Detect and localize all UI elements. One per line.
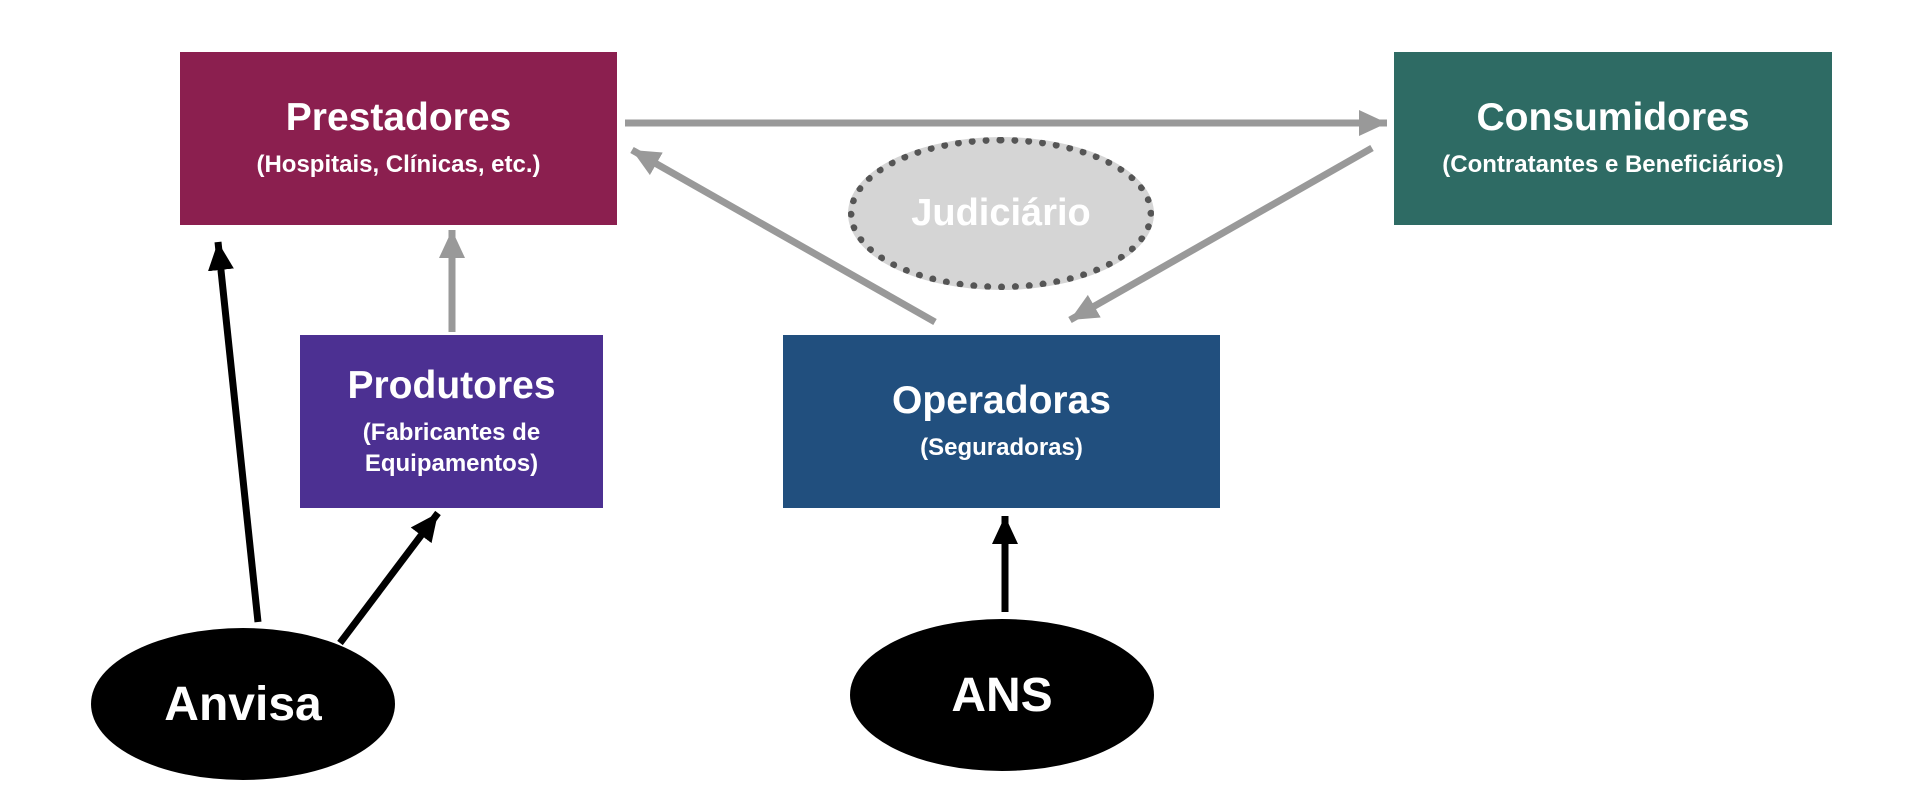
node-anvisa: Anvisa [91,628,395,780]
node-prestadores: Prestadores (Hospitais, Clínicas, etc.) [180,52,617,225]
arrow-anvisa-to-produtores [337,510,441,646]
node-produtores-subtitle: (Fabricantes de Equipamentos) [362,418,541,477]
node-operadoras-title: Operadoras [892,379,1111,423]
node-judiciario: Judiciário [848,137,1154,290]
node-consumidores-title: Consumidores [1476,96,1750,140]
node-operadoras-subtitle: (Seguradoras) [920,434,1083,462]
arrow-operadoras-to-prestadores [630,146,937,326]
node-operadoras: Operadoras (Seguradoras) [783,335,1220,508]
node-ans-label: ANS [951,668,1053,722]
node-prestadores-subtitle: (Hospitais, Clínicas, etc.) [256,151,541,179]
node-judiciario-label: Judiciário [911,192,1091,234]
node-consumidores-subtitle: (Contratantes e Beneficiários) [1442,151,1784,179]
node-prestadores-title: Prestadores [285,96,512,140]
arrow-anvisa-to-prestadores [208,241,262,623]
node-anvisa-label: Anvisa [164,677,322,731]
node-ans: ANS [850,619,1154,771]
node-consumidores: Consumidores (Contratantes e Beneficiári… [1394,52,1832,225]
arrow-consumidores-to-operadoras [1068,144,1374,324]
node-produtores-title: Produtores [347,363,556,407]
node-produtores: Produtores (Fabricantes de Equipamentos) [300,335,603,508]
